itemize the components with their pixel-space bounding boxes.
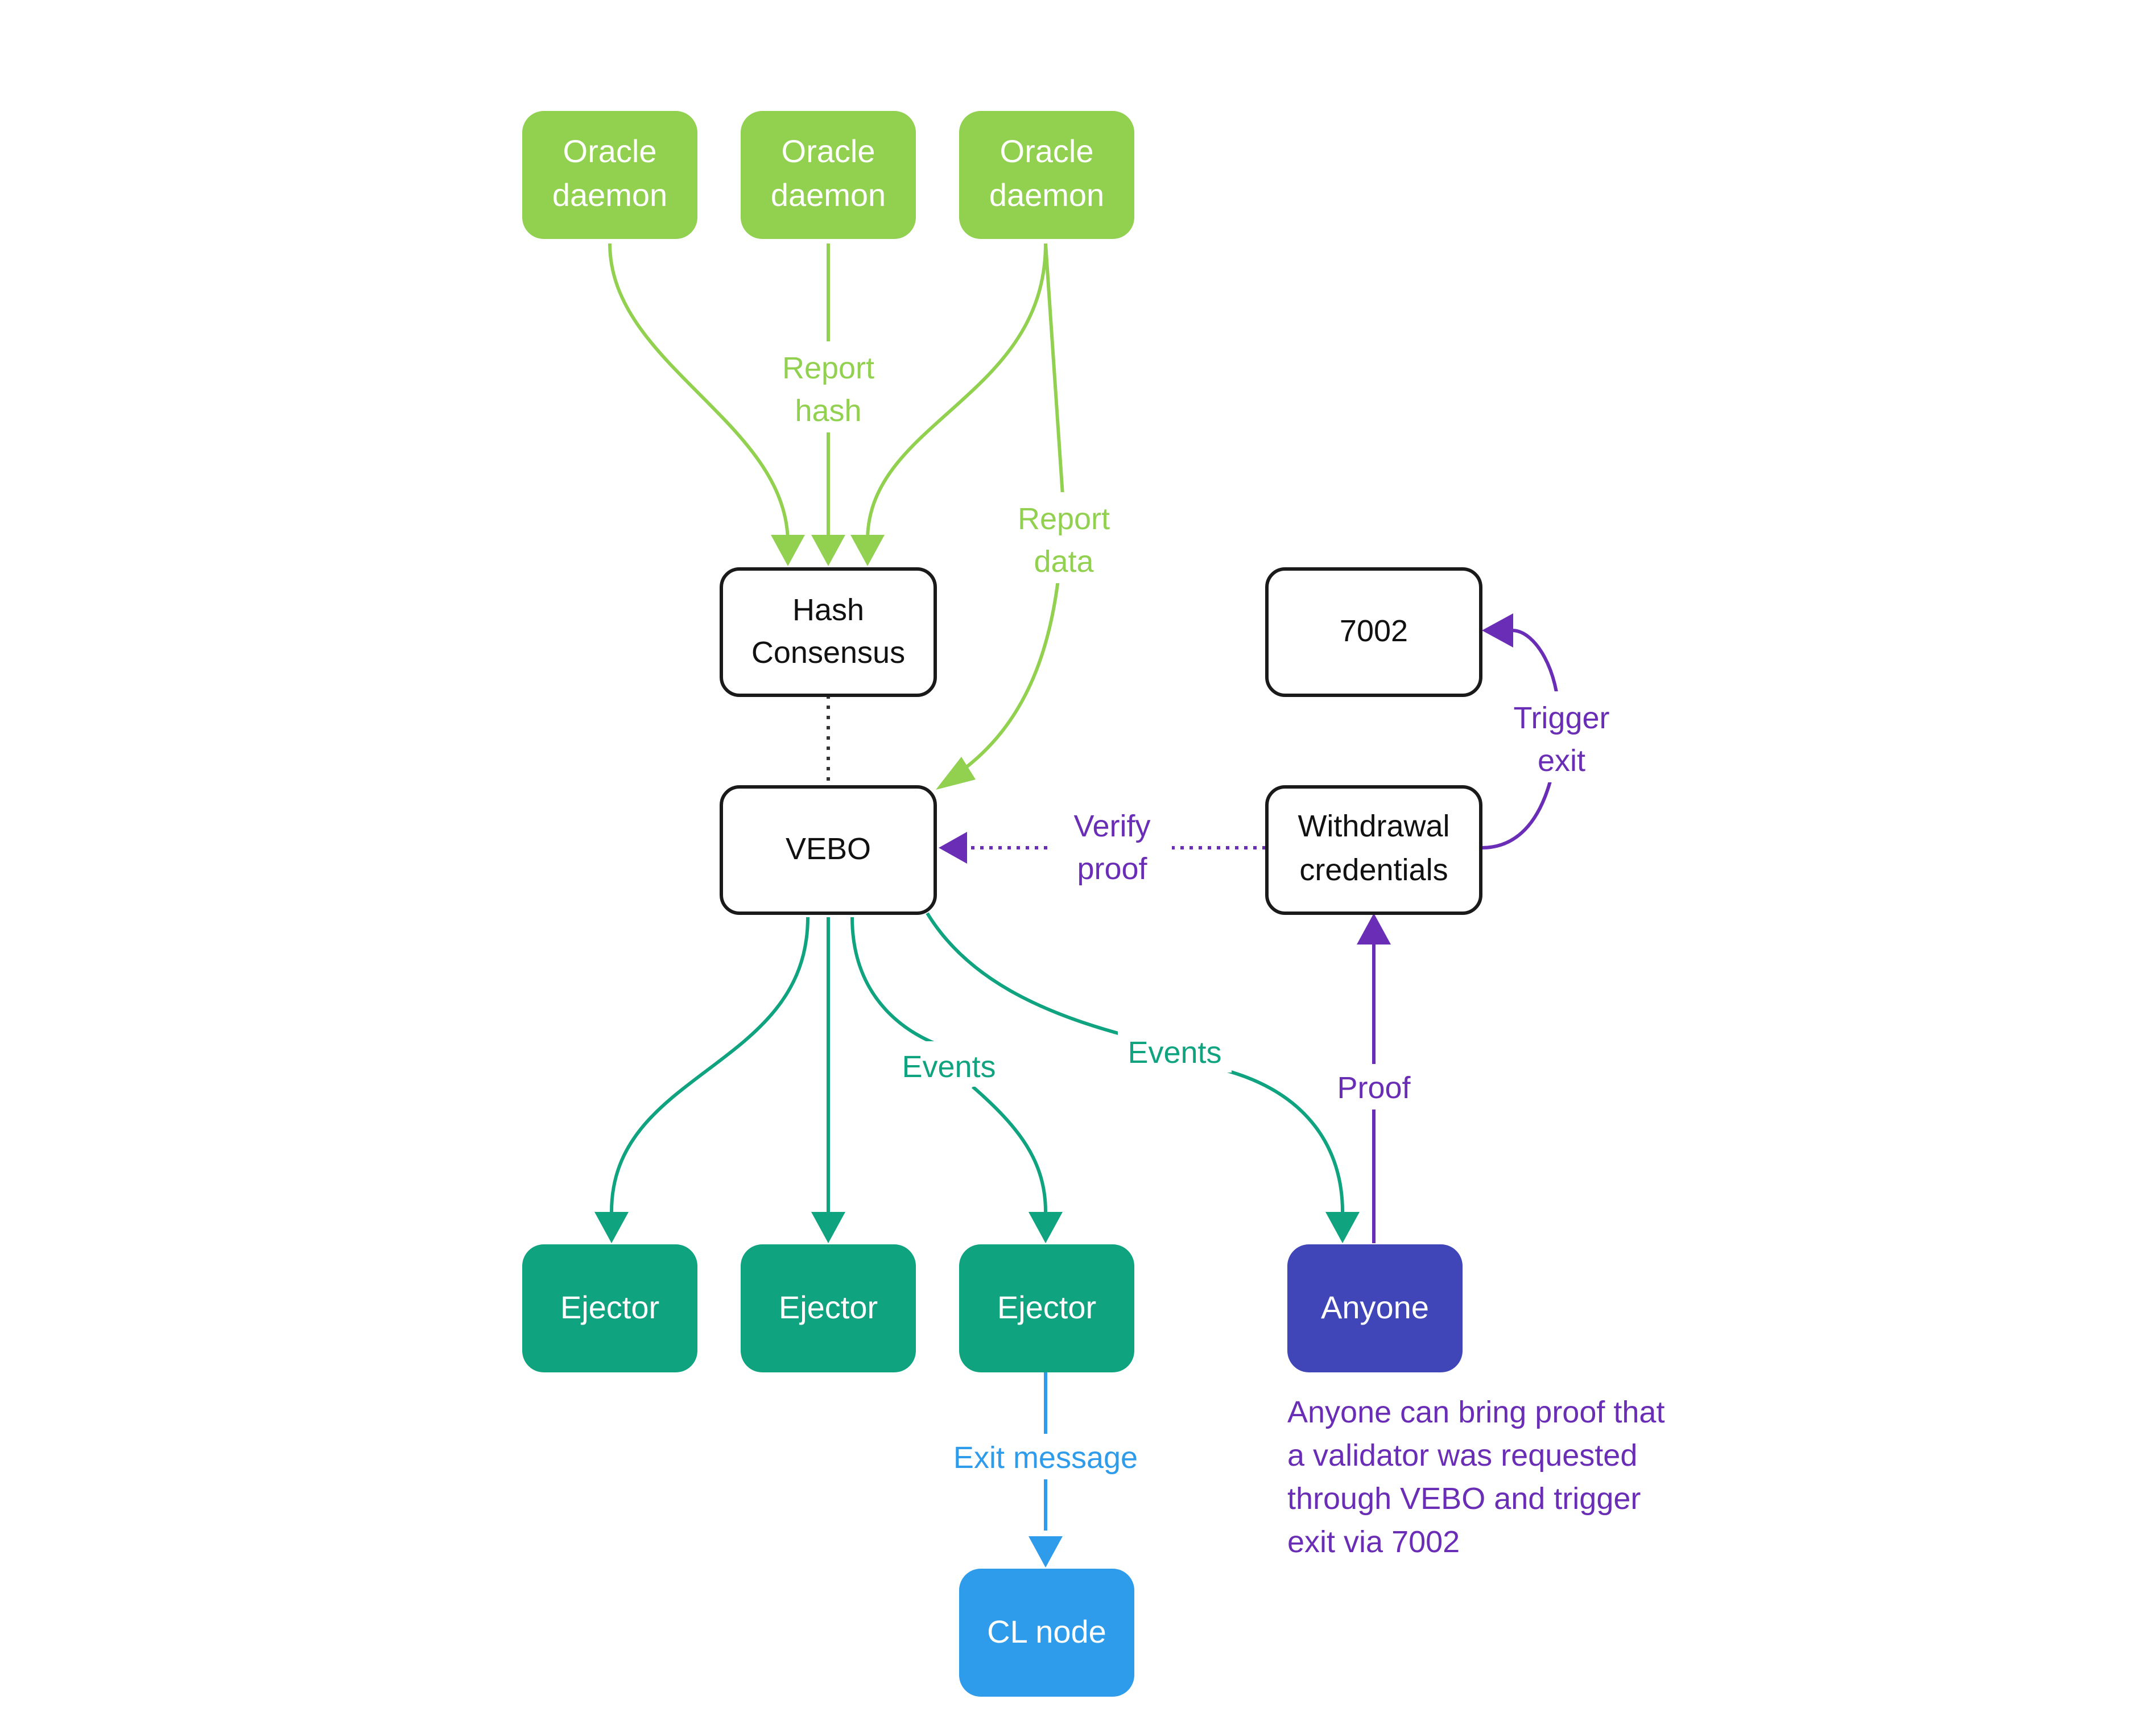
svg-text:Proof: Proof — [1337, 1071, 1411, 1105]
node-ejector-3[interactable]: Ejector — [959, 1244, 1134, 1372]
edge-withdrawal-to-vebo — [939, 832, 1266, 864]
svg-text:Oracle: Oracle — [1000, 133, 1094, 169]
svg-text:Events: Events — [1127, 1036, 1221, 1070]
edge-label-events-left: Events — [893, 1041, 1007, 1087]
edge-vebo-to-ejector3 — [850, 917, 1063, 1243]
svg-text:Exit message: Exit message — [953, 1441, 1138, 1475]
node-vebo[interactable]: VEBO — [720, 785, 937, 915]
svg-text:a validator was requested: a validator was requested — [1287, 1438, 1637, 1473]
node-oracle-daemon-3[interactable]: Oracle daemon — [959, 111, 1134, 239]
node-anyone[interactable]: Anyone — [1287, 1244, 1463, 1372]
svg-text:exit: exit — [1538, 744, 1585, 778]
svg-text:Report: Report — [782, 351, 874, 385]
svg-text:CL node: CL node — [987, 1614, 1106, 1649]
node-oracle-daemon-2[interactable]: Oracle daemon — [741, 111, 916, 239]
svg-text:daemon: daemon — [989, 177, 1104, 213]
edge-label-trigger-exit: Trigger exit — [1502, 691, 1621, 782]
svg-text:Oracle: Oracle — [563, 133, 657, 169]
node-ejector-2[interactable]: Ejector — [741, 1244, 916, 1372]
svg-text:Events: Events — [902, 1050, 996, 1084]
svg-text:Anyone: Anyone — [1321, 1289, 1429, 1325]
svg-text:Anyone can bring proof that: Anyone can bring proof that — [1287, 1395, 1665, 1429]
edge-oracle3-to-hash — [850, 243, 1047, 566]
svg-text:through VEBO and trigger: through VEBO and trigger — [1287, 1482, 1641, 1516]
svg-text:exit via 7002: exit via 7002 — [1287, 1525, 1460, 1559]
edge-label-verify-proof: Verify proof — [1052, 799, 1172, 890]
svg-text:credentials: credentials — [1299, 853, 1448, 887]
node-ejector-1[interactable]: Ejector — [522, 1244, 697, 1372]
svg-text:hash: hash — [795, 394, 861, 428]
edge-vebo-to-ejector1 — [594, 917, 809, 1243]
edge-vebo-to-anyone — [926, 912, 1360, 1243]
node-cl-node[interactable]: CL node — [959, 1569, 1134, 1697]
svg-text:Verify: Verify — [1073, 809, 1150, 843]
svg-text:Withdrawal: Withdrawal — [1298, 809, 1449, 843]
svg-text:Trigger: Trigger — [1513, 701, 1609, 735]
edge-label-report-data: Report data — [1007, 492, 1121, 583]
svg-text:Ejector: Ejector — [997, 1289, 1096, 1325]
node-withdrawal-credentials[interactable]: Withdrawal credentials — [1265, 785, 1482, 915]
svg-text:proof: proof — [1077, 852, 1147, 886]
svg-text:VEBO: VEBO — [786, 832, 871, 866]
edge-label-exit-message: Exit message — [950, 1434, 1141, 1479]
svg-text:Ejector: Ejector — [779, 1289, 878, 1325]
node-eip-7002[interactable]: 7002 — [1265, 567, 1482, 697]
node-hash-consensus[interactable]: Hash Consensus — [720, 567, 937, 697]
edge-vebo-to-ejector2 — [811, 917, 845, 1243]
node-oracle-daemon-1[interactable]: Oracle daemon — [522, 111, 697, 239]
svg-text:daemon: daemon — [552, 177, 667, 213]
edge-label-events-right: Events — [1118, 1027, 1232, 1073]
svg-text:daemon: daemon — [771, 177, 886, 213]
svg-text:Ejector: Ejector — [560, 1289, 659, 1325]
svg-text:7002: 7002 — [1340, 614, 1408, 648]
edge-oracle1-to-hash — [608, 243, 805, 566]
svg-text:Oracle: Oracle — [782, 133, 875, 169]
edge-label-report-hash: Report hash — [774, 341, 882, 432]
svg-text:Hash: Hash — [792, 593, 864, 627]
svg-text:Consensus: Consensus — [751, 636, 905, 670]
anyone-note: Anyone can bring proof that a validator … — [1287, 1395, 1665, 1559]
edge-label-proof: Proof — [1325, 1064, 1422, 1110]
svg-text:data: data — [1034, 545, 1094, 579]
svg-text:Report: Report — [1018, 502, 1110, 536]
